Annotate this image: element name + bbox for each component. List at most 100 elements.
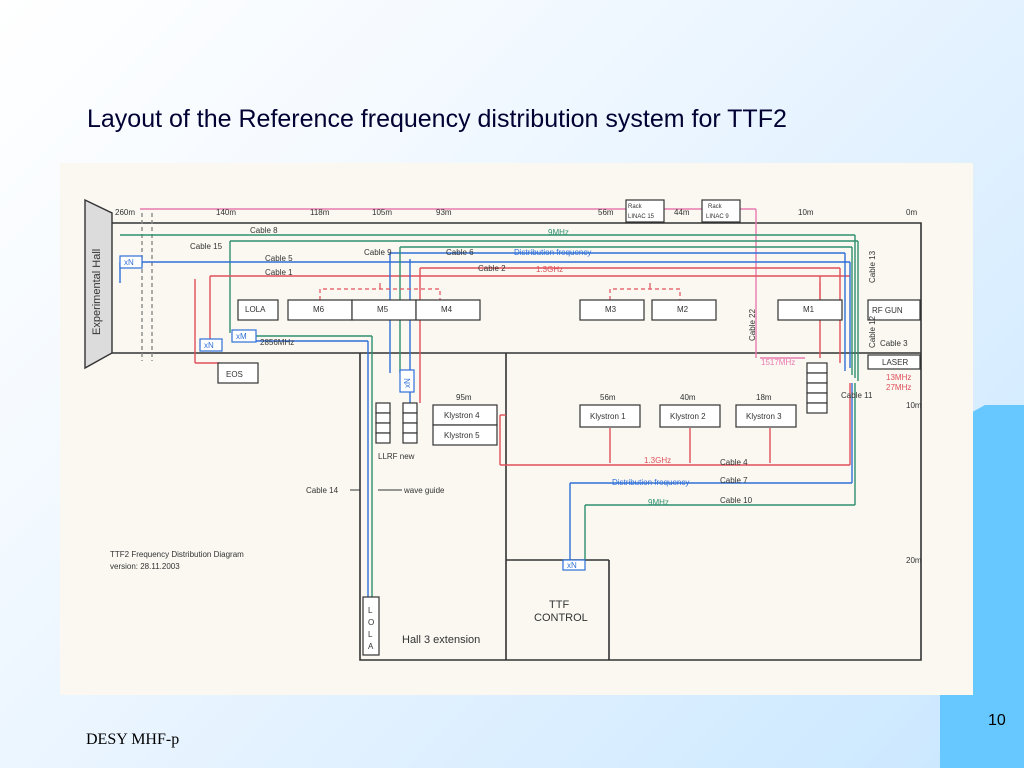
svg-text:Cable 12: Cable 12 — [868, 315, 877, 348]
svg-text:O: O — [368, 618, 374, 627]
svg-text:Cable 22: Cable 22 — [748, 308, 757, 341]
m2-box — [651, 299, 717, 321]
svg-text:10m: 10m — [798, 208, 814, 217]
xn-mixer-4 — [562, 559, 586, 571]
svg-text:LINAC 9: LINAC 9 — [706, 214, 729, 220]
svg-text:Cable 3: Cable 3 — [880, 339, 908, 348]
svg-text:CONTROL: CONTROL — [534, 612, 588, 624]
svg-text:Cable 8: Cable 8 — [250, 226, 278, 235]
svg-text:20m: 20m — [906, 556, 922, 565]
svg-text:EOS: EOS — [226, 370, 243, 379]
svg-text:L: L — [368, 630, 373, 639]
svg-text:LASER: LASER — [882, 358, 908, 367]
klystron-1-box — [579, 404, 641, 428]
svg-text:LINAC 15: LINAC 15 — [628, 214, 655, 220]
m4-box — [415, 299, 481, 321]
svg-text:M1: M1 — [803, 305, 815, 314]
svg-text:Cable 13: Cable 13 — [868, 250, 877, 283]
svg-text:Cable 7: Cable 7 — [720, 476, 748, 485]
svg-text:M6: M6 — [313, 305, 325, 314]
svg-text:18m: 18m — [756, 393, 772, 402]
svg-text:Cable 6: Cable 6 — [446, 248, 474, 257]
svg-text:M4: M4 — [441, 305, 453, 314]
klystron-2-box — [659, 404, 721, 428]
svg-text:Cable 10: Cable 10 — [720, 496, 753, 505]
footer-organization: DESY MHF-p — [86, 731, 180, 748]
svg-text:2856MHz: 2856MHz — [260, 338, 294, 347]
svg-text:LLRF new: LLRF new — [378, 452, 415, 461]
svg-text:Cable 9: Cable 9 — [364, 248, 392, 257]
svg-text:40m: 40m — [680, 393, 696, 402]
xn-mixer-2 — [199, 338, 223, 352]
svg-text:A: A — [368, 642, 374, 651]
slide-title: Layout of the Reference frequency distri… — [87, 105, 787, 133]
svg-text:118m: 118m — [310, 208, 330, 217]
svg-text:Distribution frequency: Distribution frequency — [612, 478, 689, 487]
svg-text:13MHz: 13MHz — [886, 373, 911, 382]
svg-text:1.3GHz: 1.3GHz — [536, 265, 563, 274]
svg-text:LOLA: LOLA — [245, 305, 266, 314]
svg-text:27MHz: 27MHz — [886, 383, 911, 392]
svg-text:M5: M5 — [377, 305, 389, 314]
svg-text:xM: xM — [236, 332, 247, 341]
lola-box — [237, 299, 279, 321]
svg-text:Cable 1: Cable 1 — [265, 268, 293, 277]
svg-text:Rack: Rack — [708, 204, 723, 210]
svg-text:Cable 15: Cable 15 — [190, 242, 223, 251]
svg-text:M3: M3 — [605, 305, 617, 314]
svg-text:95m: 95m — [456, 393, 472, 402]
svg-text:Klystron 4: Klystron 4 — [444, 411, 480, 420]
frequency-distribution-diagram: Experimental Hall 260m 140m 118m 105m 93… — [84, 198, 922, 661]
page-number: 10 — [988, 712, 1006, 729]
experimental-hall — [84, 198, 113, 370]
svg-text:L: L — [368, 606, 373, 615]
svg-text:xN: xN — [403, 378, 412, 388]
xn-mixer-3 — [399, 369, 415, 393]
m1-box — [777, 299, 843, 321]
svg-text:xN: xN — [567, 561, 577, 570]
svg-text:1.3GHz: 1.3GHz — [644, 456, 671, 465]
svg-text:56m: 56m — [600, 393, 616, 402]
svg-text:version: 28.11.2003: version: 28.11.2003 — [110, 562, 180, 571]
lola-tall-box — [362, 596, 380, 656]
klystron-5-box — [432, 424, 498, 446]
svg-text:Cable 11: Cable 11 — [841, 391, 873, 400]
svg-text:Hall 3 extension: Hall 3 extension — [402, 634, 480, 646]
svg-text:Cable 2: Cable 2 — [478, 264, 506, 273]
svg-text:Klystron 1: Klystron 1 — [590, 412, 626, 421]
svg-text:M2: M2 — [677, 305, 689, 314]
svg-text:Klystron 3: Klystron 3 — [746, 412, 782, 421]
svg-text:Cable 14: Cable 14 — [306, 486, 339, 495]
svg-text:Cable 4: Cable 4 — [720, 458, 748, 467]
svg-text:Klystron 2: Klystron 2 — [670, 412, 706, 421]
svg-text:93m: 93m — [436, 208, 452, 217]
m3-box — [579, 299, 645, 321]
svg-text:56m: 56m — [598, 208, 614, 217]
eos-box — [217, 362, 259, 384]
svg-text:Rack: Rack — [628, 204, 643, 210]
xm-mixer — [231, 329, 257, 343]
laser-box — [867, 354, 921, 370]
svg-text:TTF2 Frequency Distribution Di: TTF2 Frequency Distribution Diagram — [110, 550, 244, 559]
rfgun-box — [867, 299, 921, 321]
svg-text:10m: 10m — [906, 401, 922, 410]
svg-text:140m: 140m — [216, 208, 236, 217]
diagram-panel: Experimental Hall 260m 140m 118m 105m 93… — [60, 163, 973, 695]
svg-text:wave guide: wave guide — [403, 486, 445, 495]
svg-text:xN: xN — [204, 341, 214, 350]
svg-text:xN: xN — [124, 258, 134, 267]
svg-text:TTF: TTF — [549, 599, 569, 611]
svg-text:Klystron 5: Klystron 5 — [444, 431, 480, 440]
xn-mixer-1 — [119, 255, 143, 269]
klystron-3-box — [735, 404, 797, 428]
svg-text:Cable 5: Cable 5 — [265, 254, 293, 263]
svg-text:0m: 0m — [906, 208, 917, 217]
svg-text:1517MHz: 1517MHz — [761, 358, 795, 367]
svg-text:44m: 44m — [674, 208, 690, 217]
svg-text:RF GUN: RF GUN — [872, 306, 903, 315]
svg-text:260m: 260m — [115, 208, 135, 217]
svg-text:105m: 105m — [372, 208, 392, 217]
hall-label: Experimental Hall — [91, 249, 103, 335]
svg-text:Distribution frequency: Distribution frequency — [514, 248, 591, 257]
svg-text:9MHz: 9MHz — [548, 228, 569, 237]
